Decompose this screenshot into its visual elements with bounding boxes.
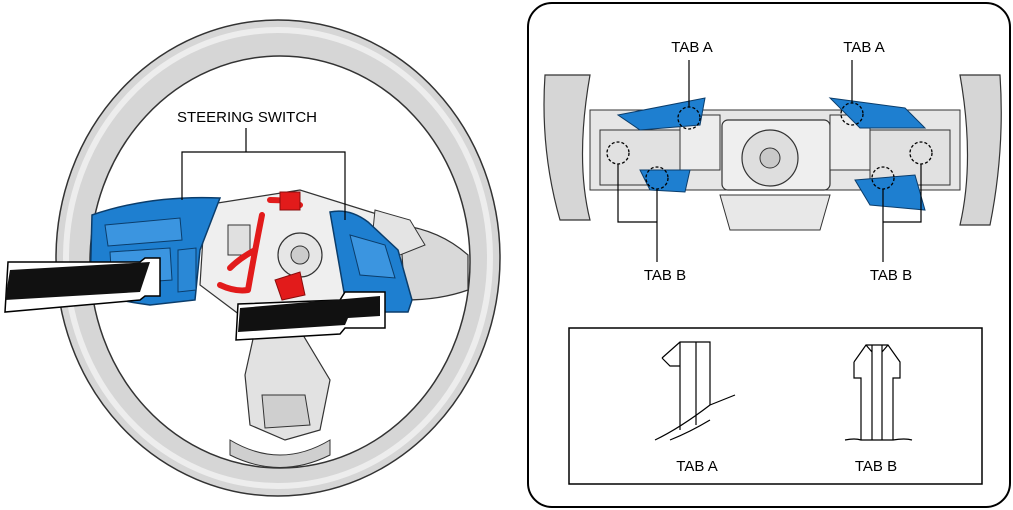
steering-switch-label: STEERING SWITCH — [177, 109, 317, 126]
tab-a-label-left: TAB A — [671, 39, 712, 56]
detail-tab-a-label: TAB A — [676, 458, 717, 475]
tab-b-profile — [844, 344, 913, 441]
detail-tab-b-label: TAB B — [855, 458, 897, 475]
rear-wheel-rim — [543, 74, 591, 221]
tab-a-label-right: TAB A — [843, 39, 884, 56]
steering-switch-leader — [181, 128, 346, 220]
tab-detail-box — [568, 327, 983, 485]
steering-wheel-illustration: STEERING SWITCH — [4, 19, 501, 497]
tab-a-profile — [654, 341, 736, 441]
tab-b-label-left: TAB B — [644, 267, 686, 284]
tab-b-label-right: TAB B — [870, 267, 912, 284]
rear-view-illustration — [540, 60, 1002, 262]
